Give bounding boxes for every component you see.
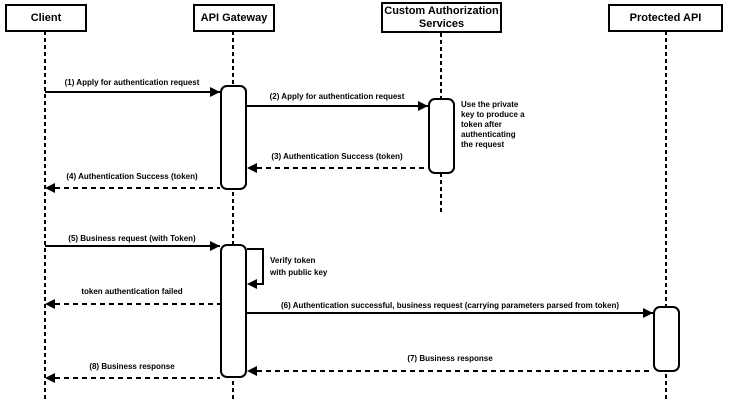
participant-custom-authorization-services-label: Custom Authorization Services [384,4,499,30]
message-4-label: (4) Authentication Success (token) [66,172,198,181]
message-2-label: (2) Apply for authentication request [269,92,405,101]
self-message-right-segment [262,248,264,285]
participant-client: Client [5,4,87,32]
arrowhead-left-icon [247,163,257,173]
arrowhead-left-icon [247,366,257,376]
message-6-arrow [247,312,653,314]
self-message-label: Verify token with public key [270,256,328,277]
message-7-label: (7) Business response [407,354,493,363]
participant-client-label: Client [30,11,62,24]
arrowhead-left-icon [45,299,55,309]
participant-api-gateway: API Gateway [193,4,275,32]
lifeline-api-gateway [232,31,234,401]
arrowhead-left-icon [247,279,257,289]
message-8-arrow [55,377,220,379]
self-message-top-segment [247,248,264,250]
arrowhead-right-icon [210,241,220,251]
message-1-arrow [45,91,220,93]
activation-bar-custom-authorization-services [428,98,455,174]
message-4-arrow [55,187,220,189]
message-7-arrow [257,370,653,372]
message-5-arrow [45,245,220,247]
arrowhead-left-icon [45,373,55,383]
arrowhead-right-icon [643,308,653,318]
message-3-label: (3) Authentication Success (token) [271,152,403,161]
message-token-failed-label: token authentication failed [81,287,183,296]
message-3-arrow [257,167,428,169]
lifeline-protected-api [665,31,667,401]
note-private-key: Use the private key to produce a token a… [461,100,525,149]
self-message-bottom-segment [255,283,264,285]
message-token-failed-arrow [55,303,220,305]
message-8-label: (8) Business response [89,362,175,371]
activation-bar-protected-api [653,306,680,372]
activation-bar-api-gateway-business [220,244,247,378]
participant-protected-api-label: Protected API [629,11,702,24]
participant-custom-authorization-services: Custom Authorization Services [381,2,502,33]
message-2-arrow [247,105,428,107]
activation-bar-api-gateway-auth [220,85,247,190]
message-5-label: (5) Business request (with Token) [68,234,196,243]
arrowhead-left-icon [45,183,55,193]
message-6-label: (6) Authentication successful, business … [280,301,620,310]
lifeline-client [44,31,46,401]
participant-api-gateway-label: API Gateway [200,11,268,24]
arrowhead-right-icon [418,101,428,111]
participant-protected-api: Protected API [608,4,723,32]
message-1-label: (1) Apply for authentication request [64,78,200,87]
arrowhead-right-icon [210,87,220,97]
